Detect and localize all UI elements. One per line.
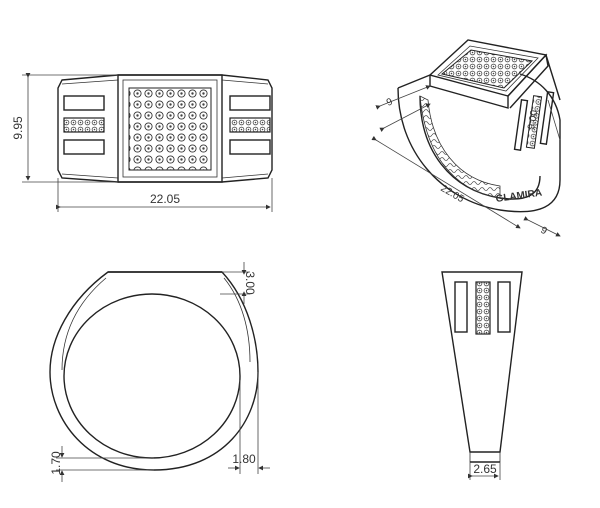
front-pave-stones [128, 87, 212, 171]
persp-dim-4: 9 [539, 225, 549, 238]
persp-dim-1: 9 [385, 96, 395, 108]
front-left-shoulder [63, 95, 105, 155]
shoulder-pave [475, 281, 491, 335]
front-height-dimension: 9.95 [11, 73, 118, 183]
band-width-label: 2.65 [473, 462, 497, 476]
front-width-label: 22.05 [150, 192, 180, 206]
perspective-view: GLAMIRA 9 9.00 22.05 9 [371, 39, 561, 238]
side-shank-width-dimension: 1.80 [228, 372, 270, 474]
bottom-thickness-label: 1.70 [49, 451, 63, 475]
perspective-dimensions: 9 9.00 22.05 9 [371, 85, 561, 238]
perspective-pave [440, 49, 534, 89]
side-view: 3.00 1.70 1.80 [49, 262, 270, 482]
front-height-label: 9.95 [11, 116, 25, 140]
shoulder-band-width-dimension: 2.65 [468, 462, 501, 480]
front-view: 22.05 9.95 [11, 73, 273, 212]
front-right-shoulder [229, 95, 271, 155]
side-bottom-thickness-dimension: 1.70 [49, 446, 154, 482]
engraving-text: GLAMIRA [495, 188, 543, 205]
shoulder-view: 2.65 [441, 271, 523, 480]
top-thickness-label: 3.00 [243, 271, 257, 295]
side-top-thickness-dimension: 3.00 [220, 262, 257, 304]
shank-width-label: 1.80 [232, 452, 256, 466]
persp-dim-2: 9.00 [526, 109, 540, 131]
front-width-dimension: 22.05 [56, 178, 273, 212]
